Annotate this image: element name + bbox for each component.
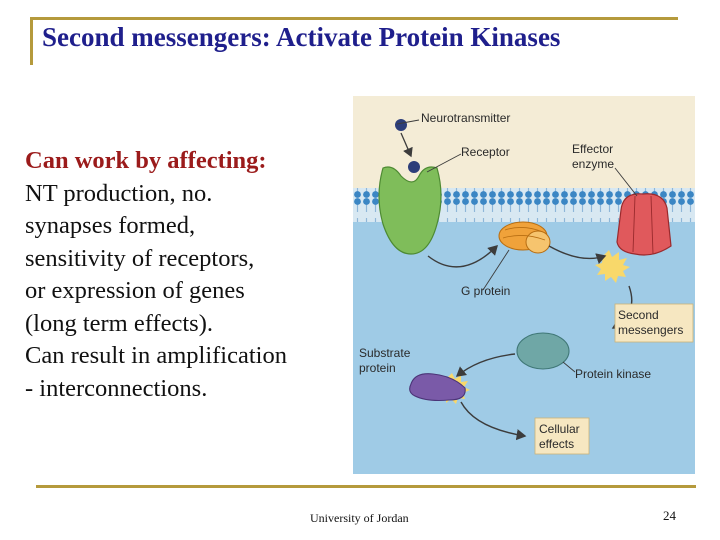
body-text: Can work by affecting: NT production, no… <box>25 145 345 405</box>
footer-institution: University of Jordan <box>310 511 409 525</box>
label-cellular-effects-1: Cellular <box>539 422 580 436</box>
body-line: Can result in amplification <box>25 342 287 369</box>
second-messenger-diagram: Neurotransmitter Receptor Effector enzym… <box>353 96 695 474</box>
label-substrate-protein-2: protein <box>359 361 396 375</box>
neurotransmitter-molecule <box>408 161 420 173</box>
body-line: synapses formed, <box>25 212 196 239</box>
footer-rule <box>36 485 696 488</box>
body-line: - interconnections. <box>25 374 208 402</box>
body-line: or expression of genes <box>25 277 245 304</box>
label-second-messengers-1: Second <box>618 308 659 322</box>
label-effector-enzyme-2: enzyme <box>572 157 614 171</box>
g-protein <box>498 221 551 254</box>
label-neurotransmitter: Neurotransmitter <box>421 111 510 125</box>
label-effector-enzyme-1: Effector <box>572 142 613 156</box>
extracellular-space <box>353 96 695 188</box>
substrate-protein <box>409 373 466 402</box>
title-frame-top <box>30 17 678 20</box>
page-number: 24 <box>663 508 676 523</box>
second-messengers-box <box>614 303 694 343</box>
label-receptor: Receptor <box>461 145 510 159</box>
label-second-messengers-2: messengers <box>618 323 683 337</box>
neurotransmitter-molecule <box>395 119 407 131</box>
label-protein-kinase: Protein kinase <box>575 367 651 381</box>
body-line: (long term effects). <box>25 309 213 337</box>
label-g-protein: G protein <box>461 284 510 298</box>
protein-kinase <box>516 332 570 370</box>
receptor-protein <box>378 166 442 255</box>
label-substrate-protein-1: Substrate <box>359 346 411 360</box>
effector-enzyme <box>616 193 672 256</box>
title-frame-left <box>30 17 33 65</box>
cellular-effects-box <box>534 417 590 455</box>
body-line: NT production, no. <box>25 179 213 207</box>
slide-title: Second messengers: Activate Protein Kina… <box>42 22 561 52</box>
body-line: sensitivity of receptors, <box>25 244 255 272</box>
body-lead: Can work by affecting: <box>25 147 267 174</box>
label-cellular-effects-2: effects <box>539 437 574 451</box>
